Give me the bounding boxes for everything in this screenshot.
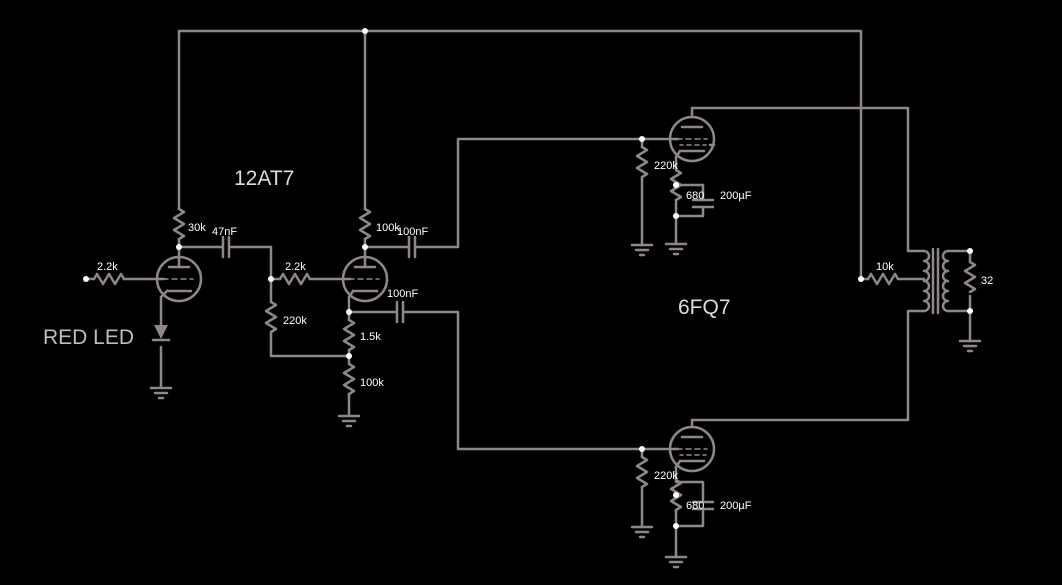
tube-label-preamp: 12AT7 <box>234 167 294 190</box>
resistor-plate-2 <box>358 207 372 241</box>
label-r-cathode-b: 100k <box>360 377 384 389</box>
label-r-grid-bottom: 220k <box>654 470 678 482</box>
tube-label-power: 6FQ7 <box>678 296 731 319</box>
resistor-grid-bottom <box>635 455 649 489</box>
grounds <box>149 242 982 569</box>
resistor-cathode-a <box>342 318 356 352</box>
capacitor-bypass-bottom <box>691 500 715 511</box>
indicator-label: RED LED <box>43 326 134 349</box>
capacitor-coupling-1 <box>217 235 235 259</box>
capacitors <box>217 198 715 511</box>
ground-symbol <box>630 243 654 257</box>
label-c-bypass-bottom: 200µF <box>720 500 752 512</box>
ground-symbol <box>337 414 361 428</box>
label-r-grid-leak: 220k <box>283 315 307 327</box>
resistor-grid-top <box>635 145 649 179</box>
label-r-cathode-a: 1.5k <box>360 331 381 343</box>
resistor-grid-leak <box>264 300 278 334</box>
tube-power-top <box>668 106 716 163</box>
capacitor-out-bottom <box>391 300 409 324</box>
output-transformer <box>922 247 950 315</box>
resistors <box>92 145 977 512</box>
tube-power-bottom <box>668 418 716 473</box>
capacitor-bypass-top <box>691 198 715 209</box>
tube-preamp-2 <box>341 255 389 303</box>
label-r-grid-top: 220k <box>654 160 678 172</box>
ground-symbol <box>149 386 173 400</box>
label-r-grid-2: 2.2k <box>285 261 306 273</box>
label-r-load: 32 <box>981 275 993 287</box>
resistor-load <box>963 260 977 294</box>
ground-symbol <box>664 242 688 256</box>
ground-symbol <box>958 339 982 353</box>
label-r-plate-2: 100k <box>376 222 400 234</box>
tube-preamp-1 <box>155 255 203 303</box>
label-r-input: 2.2k <box>97 261 118 273</box>
wires <box>84 29 972 559</box>
label-c-out-top: 100nF <box>397 226 428 238</box>
resistor-input <box>92 272 126 286</box>
label-c-out-bottom: 100nF <box>387 288 418 300</box>
label-r-cathode-bottom: 680 <box>686 500 704 512</box>
resistor-grid-2 <box>278 272 312 286</box>
labels: 12AT7 6FQ7 RED LED 2.2k 30k 47nF 2.2k 22… <box>43 160 993 512</box>
led-diode <box>151 325 171 342</box>
ground-symbol <box>664 555 688 569</box>
label-c-bypass-top: 200µF <box>720 190 752 202</box>
label-r-plate-1: 30k <box>188 222 206 234</box>
junctions <box>83 28 973 529</box>
label-r-cathode-top: 680 <box>686 190 704 202</box>
resistor-cathode-b <box>342 362 356 396</box>
label-r-feed: 10k <box>876 261 894 273</box>
label-c-coupling-1: 47nF <box>212 226 237 238</box>
resistor-plate-1 <box>172 207 186 241</box>
resistor-cathode-bottom <box>669 478 683 512</box>
resistor-cathode-top <box>669 168 683 202</box>
capacitor-out-top <box>403 235 421 259</box>
ground-symbol <box>630 525 654 539</box>
resistor-feed <box>866 272 900 286</box>
